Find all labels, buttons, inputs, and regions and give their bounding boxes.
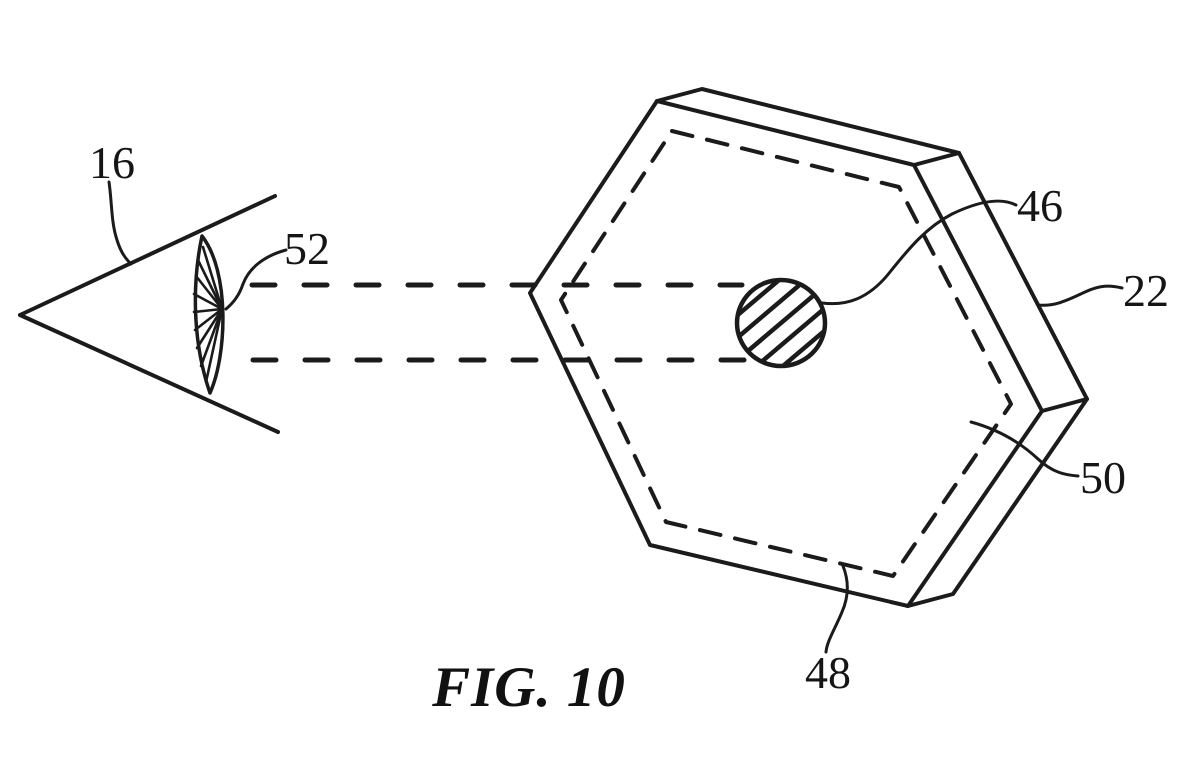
prism-top-side-edge: [655, 87, 961, 155]
label-16: 16: [89, 137, 135, 188]
label-52: 52: [284, 223, 330, 274]
label-22: 22: [1123, 265, 1169, 316]
prism-inner-dashed-outline: [559, 129, 1013, 578]
eye-upper-lid-line: [18, 194, 277, 317]
leader-48: [824, 564, 849, 654]
leader-22: [1036, 284, 1124, 307]
reference-labels: 16 52 46 22 50 48: [89, 137, 1169, 698]
prism-front-face-outline: [528, 99, 1044, 608]
label-50: 50: [1080, 452, 1126, 503]
hex-prism: [528, 87, 1089, 608]
prism-right-lower-side-edge: [906, 397, 1089, 608]
aperture-hatching: [739, 282, 823, 364]
eye-lens: [192, 234, 225, 395]
leader-16: [107, 180, 133, 266]
sight-lines: [249, 282, 751, 363]
leader-lines: [107, 180, 1124, 654]
prism-right-upper-side-edge: [912, 151, 1089, 401]
aperture-circle: [734, 277, 828, 369]
eye-lens-hatching: [192, 245, 224, 384]
hatched-aperture: [734, 277, 828, 369]
leader-46: [820, 199, 1018, 306]
eye-symbol: [18, 194, 280, 434]
label-48: 48: [805, 647, 851, 698]
leader-50: [969, 420, 1080, 478]
label-46: 46: [1017, 180, 1063, 231]
eye-lower-lid-line: [18, 313, 280, 434]
prism-back-edges: [655, 87, 1089, 608]
leader-52: [224, 248, 288, 311]
figure-caption: FIG. 10: [431, 656, 626, 719]
eye-lens-outline: [193, 234, 225, 395]
